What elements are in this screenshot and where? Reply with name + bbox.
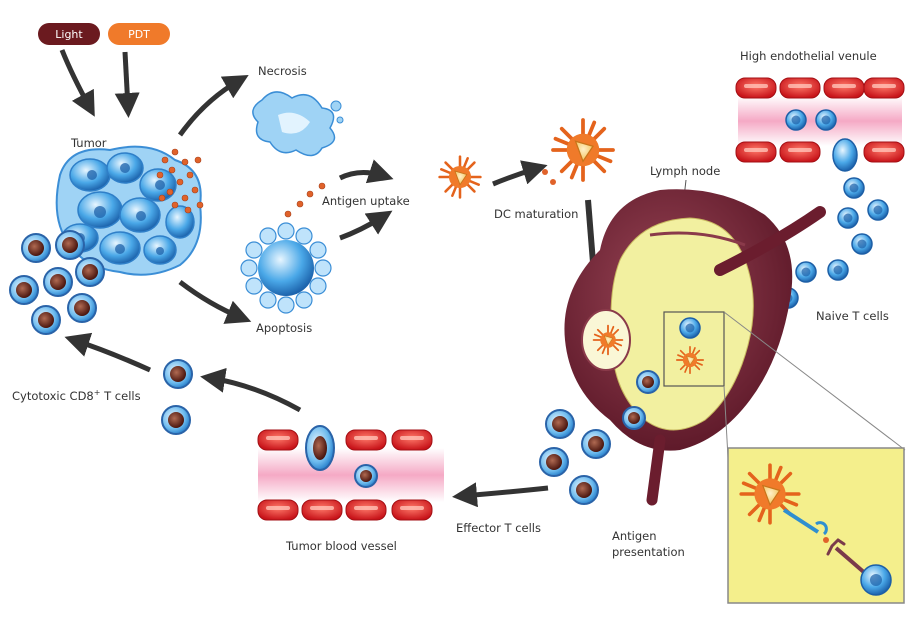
apoptosis-label: Apoptosis	[256, 321, 312, 335]
hev-vessel	[735, 77, 905, 172]
immature-dc	[438, 155, 482, 199]
tumor-label: Tumor	[70, 136, 107, 150]
light-input: Light	[38, 23, 100, 45]
apoptotic-cell	[240, 222, 332, 314]
lymph-node-label: Lymph node	[650, 164, 720, 178]
arrow-tumor-to-apoptosis	[178, 280, 252, 324]
arrow-pdt-to-tumor	[114, 51, 140, 118]
zoom-dc-small	[675, 345, 705, 375]
arrow-light-to-tumor	[59, 49, 95, 117]
arrow-tumor-to-necrosis	[177, 75, 249, 137]
effector-t-cells-label: Effector T cells	[456, 521, 541, 535]
arrow-ctl-to-tumor	[64, 332, 152, 373]
pdt-label: PDT	[128, 28, 150, 41]
antigen-uptake-label: Antigen uptake	[322, 194, 410, 208]
lymph-node	[564, 189, 826, 506]
dc-maturation-label: DC maturation	[494, 207, 578, 221]
arrow-effector-to-vessel	[452, 482, 549, 508]
arrow-uptake-upper	[338, 159, 394, 184]
naive-t-cells-label: Naive T cells	[816, 309, 889, 323]
arrow-uptake-lower	[339, 210, 393, 241]
tumor-blood-vessel	[257, 425, 444, 521]
effector-t-cells	[539, 409, 611, 505]
hev-label: High endothelial venule	[740, 49, 877, 63]
necrotic-cell	[252, 91, 344, 157]
necrosis-label: Necrosis	[258, 64, 307, 78]
antigen-presentation-label-2: presentation	[612, 545, 685, 559]
zoom-region	[663, 311, 725, 387]
arrow-dc-maturation	[492, 160, 548, 187]
cytotoxic-label: Cytotoxic CD8+ T cells	[12, 388, 141, 403]
migrating-ctl	[161, 359, 193, 435]
zoom-line-top	[723, 311, 906, 451]
dc-antigen-dots	[542, 169, 556, 185]
pdt-input: PDT	[108, 23, 170, 45]
light-label: Light	[55, 28, 83, 41]
mature-dc	[551, 118, 615, 182]
antigen-presentation-inset	[727, 447, 905, 604]
antigen-fragments	[284, 182, 326, 218]
arrow-vessel-to-ctl	[200, 367, 302, 413]
tumor-blood-vessel-label: Tumor blood vessel	[285, 539, 397, 553]
antigen-presentation-label-1: Antigen	[612, 529, 657, 543]
